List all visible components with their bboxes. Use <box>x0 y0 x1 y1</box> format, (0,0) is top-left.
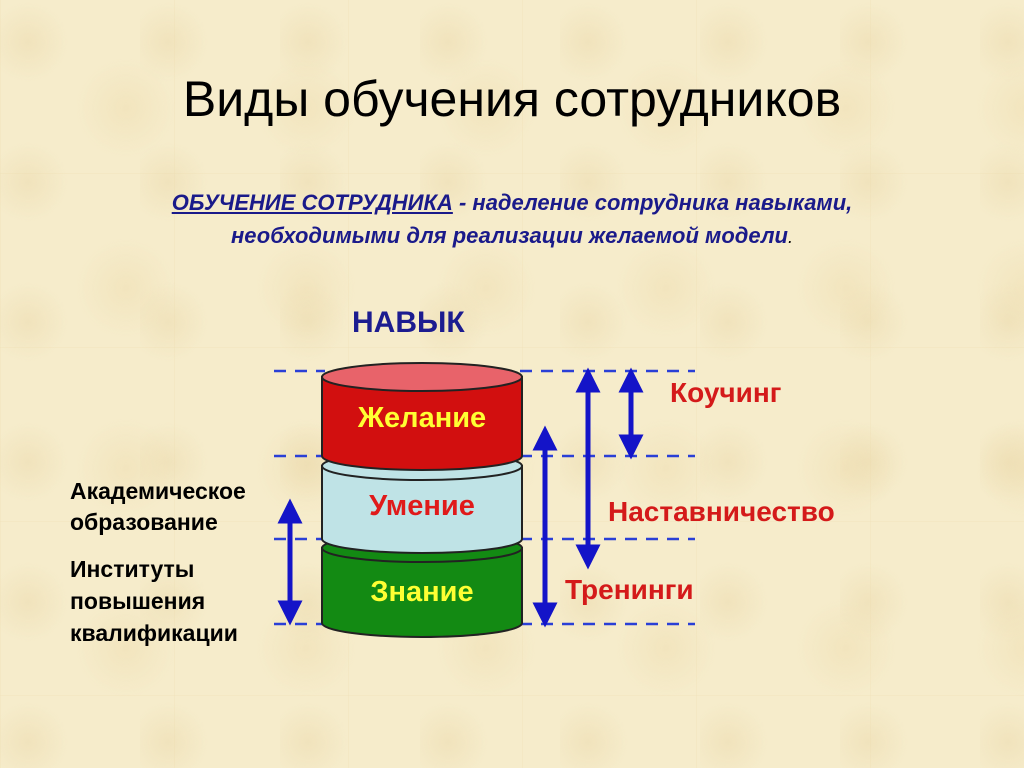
layer-desire-cylinder <box>321 362 523 471</box>
layer-knowledge-label: Знание <box>370 576 474 608</box>
definition-text: ОБУЧЕНИЕ СОТРУДНИКА - наделение сотрудни… <box>40 186 984 254</box>
trainings-label: Тренинги <box>565 574 694 605</box>
institutes-line-2: повышения <box>70 588 206 614</box>
definition-line2: необходимыми для реализации желаемой мод… <box>230 223 788 248</box>
definition-line1-rest: - наделение сотрудника навыками, <box>452 190 853 215</box>
slide-title: Виды обучения сотрудников <box>182 71 842 127</box>
academic-line-1: Академическое <box>70 478 246 504</box>
definition-dot: . <box>788 227 794 247</box>
institutes-label: Институты повышения квалификации <box>70 553 238 649</box>
definition-line-1: ОБУЧЕНИЕ СОТРУДНИКА - наделение сотрудни… <box>40 186 984 219</box>
academic-line-2: образование <box>70 509 218 535</box>
skill-header: НАВЫК <box>352 306 465 339</box>
coaching-label: Коучинг <box>670 377 782 408</box>
mentoring-label: Наставничество <box>608 496 835 527</box>
academic-education-label: Академическое образование <box>70 476 246 538</box>
definition-line-2: необходимыми для реализации желаемой мод… <box>40 219 984 254</box>
definition-term: ОБУЧЕНИЕ СОТРУДНИКА <box>171 190 453 215</box>
institutes-line-1: Институты <box>70 556 195 582</box>
layer-skill-label: Умение <box>369 490 475 522</box>
layer-desire-label: Желание <box>357 402 487 434</box>
institutes-line-3: квалификации <box>70 620 238 646</box>
